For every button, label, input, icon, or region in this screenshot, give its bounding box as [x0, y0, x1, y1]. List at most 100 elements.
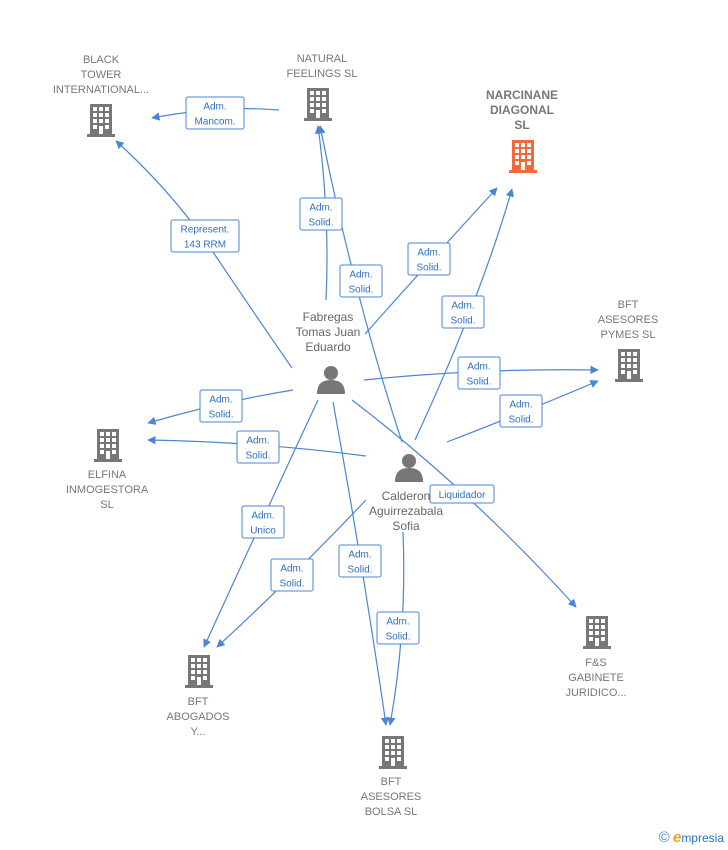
node-label: ABOGADOS — [167, 711, 230, 723]
edge-label-text: Adm. — [348, 550, 371, 561]
building-icon — [87, 104, 115, 137]
person-icon — [317, 366, 345, 394]
edge-label-text: Adm. — [309, 203, 332, 214]
edge-label-text: Solid. — [245, 451, 270, 462]
edge-label-box — [338, 544, 382, 578]
edge-label-e13[interactable]: Adm. Solid. — [270, 558, 314, 592]
person-icon — [395, 454, 423, 482]
edge-label-e2[interactable]: Represent. 143 RRM — [170, 219, 240, 253]
edge-label-box — [241, 505, 285, 539]
edge-label-box — [270, 558, 314, 592]
edge-label-box — [429, 484, 495, 504]
node-label: INTERNATIONAL... — [53, 84, 149, 96]
watermark: © empresia — [659, 829, 724, 846]
node-label: Y... — [190, 726, 205, 738]
node-label: BFT — [188, 696, 209, 708]
edge-label-e7[interactable]: Adm. Solid. — [457, 356, 501, 390]
edge-label-text: Solid. — [347, 565, 372, 576]
edge-label-e12[interactable]: Adm. Unico — [241, 505, 285, 539]
building-icon — [304, 88, 332, 121]
edge-label-text: Adm. — [251, 511, 274, 522]
edge-label-e9[interactable]: Adm.Solid. — [199, 389, 243, 423]
edge-label-text: Adm. — [467, 362, 490, 373]
node-label: DIAGONAL — [490, 103, 554, 117]
edge-label-text: Adm. — [209, 395, 232, 406]
node-label: Aguirrezabala — [369, 504, 443, 518]
edge-label-box — [185, 96, 245, 130]
edge-label-text: Solid. — [450, 316, 475, 327]
edge-label-e11[interactable]: Liquidador — [429, 484, 495, 504]
edge-label-box — [199, 389, 243, 423]
edge-label-e14[interactable]: Adm. Solid. — [338, 544, 382, 578]
edge-label-text: Represent. — [181, 225, 230, 236]
node-label: GABINETE — [568, 672, 624, 684]
edge-label-text: Adm. — [451, 301, 474, 312]
edge-label-text: Liquidador — [439, 490, 486, 501]
edge-label-box — [236, 430, 280, 464]
node-label: Sofia — [392, 519, 420, 533]
edge-label-e5[interactable]: Adm.Solid. — [407, 242, 451, 276]
building-icon — [615, 349, 643, 382]
edge-label-e6[interactable]: Adm. Solid. — [441, 295, 485, 329]
nodes-layer: BLACK TOWER INTERNATIONAL... NATURAL FEELING… — [53, 53, 658, 818]
brand-initial: e — [672, 829, 682, 846]
edge-label-text: 143 RRM — [184, 240, 226, 251]
brand-name: mpresia — [681, 831, 724, 845]
edge-label-text: Mancom. — [194, 117, 235, 128]
edge-label-text: Adm. — [246, 436, 269, 447]
building-icon — [509, 140, 537, 173]
building-icon — [94, 429, 122, 462]
edge-label-text: Solid. — [308, 218, 333, 229]
node-label: TOWER — [81, 69, 122, 81]
edge-label-text: Solid. — [279, 579, 304, 590]
node-label: NATURAL — [297, 53, 348, 65]
node-label: NARCINANE — [486, 88, 558, 102]
node-black-tower[interactable]: BLACK TOWER INTERNATIONAL... — [53, 54, 149, 137]
node-natural-feelings[interactable]: NATURAL FEELINGS SL — [287, 53, 358, 121]
node-label: INMOGESTORA — [66, 484, 149, 496]
edge-label-text: Solid. — [385, 632, 410, 643]
copyright-icon: © — [658, 829, 670, 846]
edge-label-box — [376, 611, 420, 645]
edge-label-e4[interactable]: Adm.Solid. — [339, 264, 383, 298]
node-label: Fabregas — [303, 310, 354, 324]
building-icon — [185, 655, 213, 688]
node-label: BFT — [618, 299, 639, 311]
building-icon — [379, 736, 407, 769]
node-label: Eduardo — [305, 340, 351, 354]
edge-label-box — [339, 264, 383, 298]
edge-label-box — [457, 356, 501, 390]
edge-label-text: Solid. — [466, 377, 491, 388]
edge-label-box — [170, 219, 240, 253]
edge-label-e3[interactable]: Adm. Solid. — [299, 197, 343, 231]
edge-label-e15[interactable]: Adm. Solid. — [376, 611, 420, 645]
node-label: PYMES SL — [600, 329, 655, 341]
edge-label-text: Adm. — [386, 617, 409, 628]
node-label: BLACK — [83, 54, 120, 66]
node-fs-gabinete[interactable]: F&SGABINETEJURIDICO... — [565, 616, 627, 699]
edge-label-e1[interactable]: Adm.Mancom. — [185, 96, 245, 130]
edge-label-box — [441, 295, 485, 329]
node-bft-abogados[interactable]: BFT ABOGADOS Y... — [167, 655, 230, 738]
node-label: Calderon — [382, 489, 431, 503]
edge-label-text: Unico — [250, 526, 276, 537]
edge-label-text: Solid. — [508, 415, 533, 426]
edge-label-box — [299, 197, 343, 231]
edge-label-e10[interactable]: Adm. Solid. — [236, 430, 280, 464]
edge-label-e8[interactable]: Adm.Solid. — [499, 394, 543, 428]
node-label: SL — [100, 499, 113, 511]
node-label: ASESORES — [361, 791, 422, 803]
edge-label-text: Adm. — [417, 248, 440, 259]
building-icon — [583, 616, 611, 649]
edge-label-text: Adm. — [280, 564, 303, 575]
node-label: FEELINGS SL — [287, 68, 358, 80]
edge-label-text: Solid. — [348, 285, 373, 296]
edge-labels-layer: Adm.Mancom.Represent.143 RRMAdm.Solid.Ad… — [170, 96, 543, 645]
